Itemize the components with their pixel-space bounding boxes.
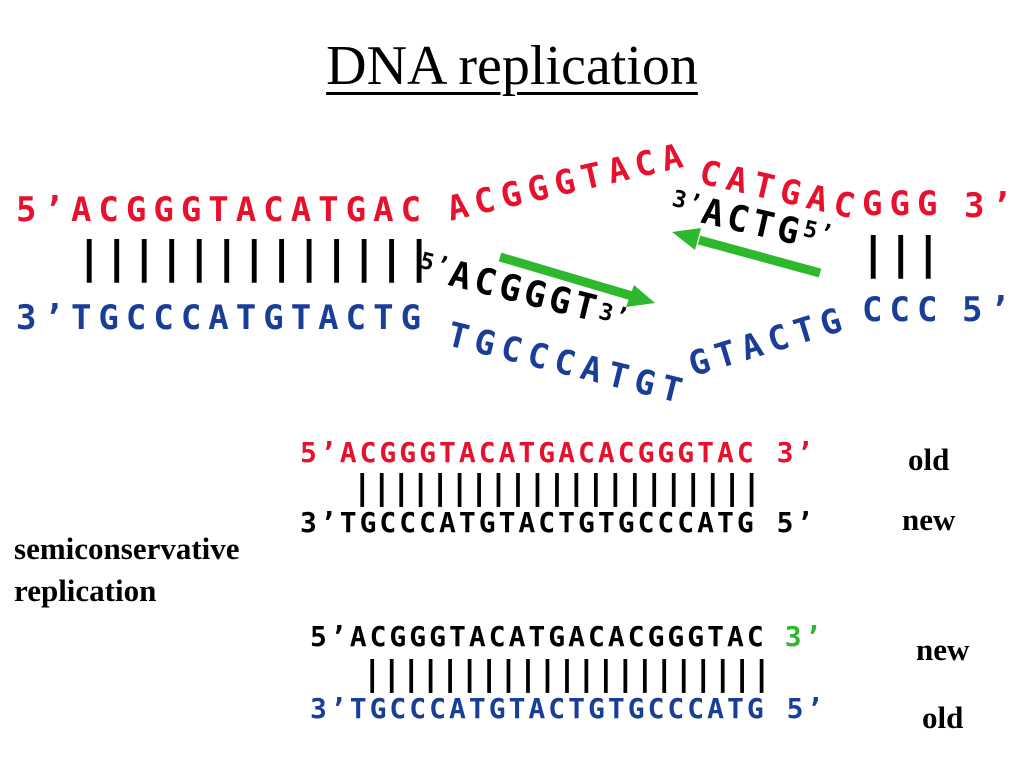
duplex1-top-strand: 5’ACGGGTACATGACACGGGTAC 3’ <box>300 436 817 469</box>
duplex2-top-sequence: 5’ACGGGTACATGACACGGGTAC <box>310 620 767 653</box>
caption-line1: semiconservative <box>14 531 240 566</box>
duplex2-old-label: old <box>922 700 964 735</box>
base-pair-bars-left: ||||||||||||| <box>76 232 434 283</box>
duplex2-base-pair-bars: ||||||||||||||||||||| <box>362 654 772 694</box>
template-strand-top-left: 5’ACGGGTACATGAC <box>16 190 429 230</box>
duplex1-bottom-strand: 3’TGCCCATGTACTGTGCCCATG 5’ <box>300 506 817 539</box>
leading-strand-arrow-shaft <box>498 252 634 301</box>
page-title: DNA replication <box>0 34 1024 98</box>
duplex1-new-label: new <box>902 502 956 537</box>
duplex2-top-3prime-label: 3’ <box>784 620 825 653</box>
semiconservative-caption: semiconservative replication <box>14 528 240 612</box>
lagging-strand-arrow <box>672 228 822 278</box>
duplex2-bottom-strand: 3’TGCCCATGTACTGTGCCCATG 5’ <box>310 692 827 725</box>
leading-strand-arrow <box>498 252 655 307</box>
duplex2-top-strand: 5’ACGGGTACATGACACGGGTAC 3’ <box>310 620 825 653</box>
lagging-strand-arrow-shaft <box>697 235 822 278</box>
duplex1-base-pair-bars: ||||||||||||||||||||| <box>352 468 762 508</box>
template-strand-top-right: GGG <box>862 184 945 224</box>
template-strand-bottom-left: 3’TGCCCATGTACTG <box>16 298 429 338</box>
leading-strand-arrow-head <box>626 285 655 307</box>
duplex1-old-label: old <box>908 442 950 477</box>
template-strand-bottom-right: CCC <box>862 290 945 330</box>
caption-line2: replication <box>14 573 157 608</box>
template-strand-top-3prime-label: 3’ <box>964 186 1019 226</box>
template-strand-bottom-5prime-label: 5’ <box>962 290 1017 330</box>
page-title-text: DNA replication <box>326 35 698 97</box>
base-pair-bars-right: ||| <box>860 228 943 279</box>
duplex2-new-label: new <box>916 632 970 667</box>
lagging-strand-arrow-head <box>672 228 701 250</box>
